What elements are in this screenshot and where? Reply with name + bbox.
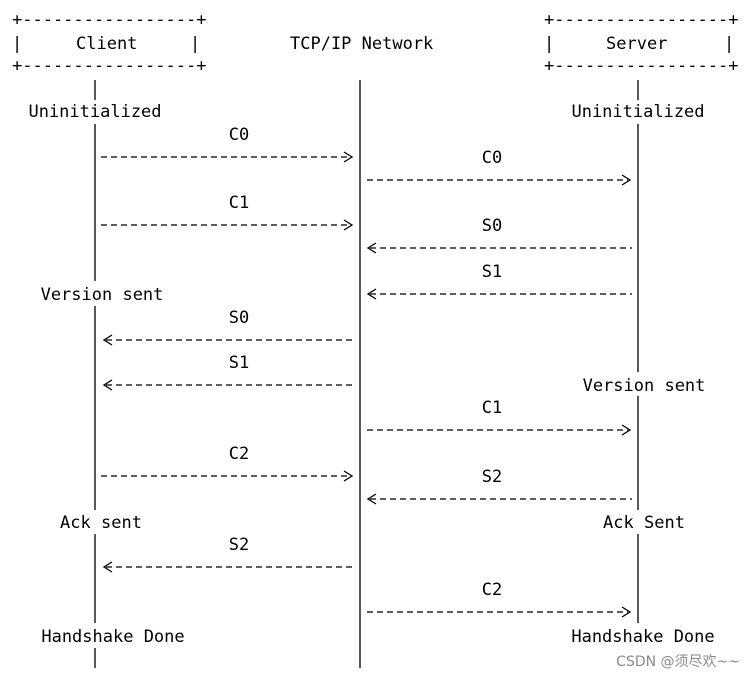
state-labels: Uninitialized Uninitialized Version sent… (28, 102, 714, 647)
arrowhead-right (343, 470, 354, 482)
arrowhead-left (102, 334, 113, 346)
arrowhead-left (366, 288, 377, 300)
message-label: S2 (229, 535, 249, 555)
messages (101, 156, 632, 613)
participant-label-client: Client (76, 34, 137, 54)
server-header-left-border: | (544, 34, 554, 54)
message-label: S0 (482, 216, 502, 236)
client-header-right-border: | (190, 34, 200, 54)
arrowhead-right (621, 424, 632, 436)
message-label: C2 (482, 580, 502, 600)
arrowhead-left (102, 379, 113, 391)
server-header-top-border: +-----------------+ (544, 10, 738, 30)
message-label: S1 (482, 262, 502, 282)
server-header: +-----------------+ | | +---------------… (544, 10, 738, 76)
arrowhead-right (621, 606, 632, 618)
state-label: Version sent (583, 376, 706, 396)
state-label: Ack sent (60, 513, 142, 533)
state-label: Uninitialized (571, 102, 704, 122)
watermark: CSDN @须尽欢~~ (616, 654, 740, 670)
client-header: +-----------------+ | | +---------------… (12, 10, 206, 76)
arrowhead-left (102, 561, 113, 573)
arrowhead-left (366, 242, 377, 254)
message-label: S2 (482, 467, 502, 487)
client-header-bottom-border: +-----------------+ (12, 56, 206, 76)
arrowhead-right (343, 219, 354, 231)
server-header-bottom-border: +-----------------+ (544, 56, 738, 76)
state-label: Version sent (41, 285, 164, 305)
message-label: C1 (229, 193, 249, 213)
participant-label-server: Server (606, 34, 667, 54)
arrowhead-left (366, 493, 377, 505)
message-label: S0 (229, 308, 249, 328)
arrowhead-right (621, 174, 632, 186)
server-header-right-border: | (724, 34, 734, 54)
message-label: S1 (229, 353, 249, 373)
client-header-left-border: | (12, 34, 22, 54)
message-label: C0 (482, 148, 502, 168)
state-label: Handshake Done (571, 627, 714, 647)
lifelines (94, 80, 639, 668)
state-label: Uninitialized (28, 102, 161, 122)
state-label: Handshake Done (41, 627, 184, 647)
client-header-top-border: +-----------------+ (12, 10, 206, 30)
message-labels: C0 C0 C1 S0 S1 S0 S1 C1 C2 S2 S2 C2 (229, 125, 502, 600)
participant-label-network: TCP/IP Network (290, 34, 433, 54)
state-label: Ack Sent (603, 513, 685, 533)
arrowhead-right (343, 151, 354, 163)
message-label: C0 (229, 125, 249, 145)
network-header: TCP/IP Network (290, 34, 433, 54)
message-label: C2 (229, 444, 249, 464)
message-label: C1 (482, 398, 502, 418)
arrowheads (102, 151, 632, 618)
